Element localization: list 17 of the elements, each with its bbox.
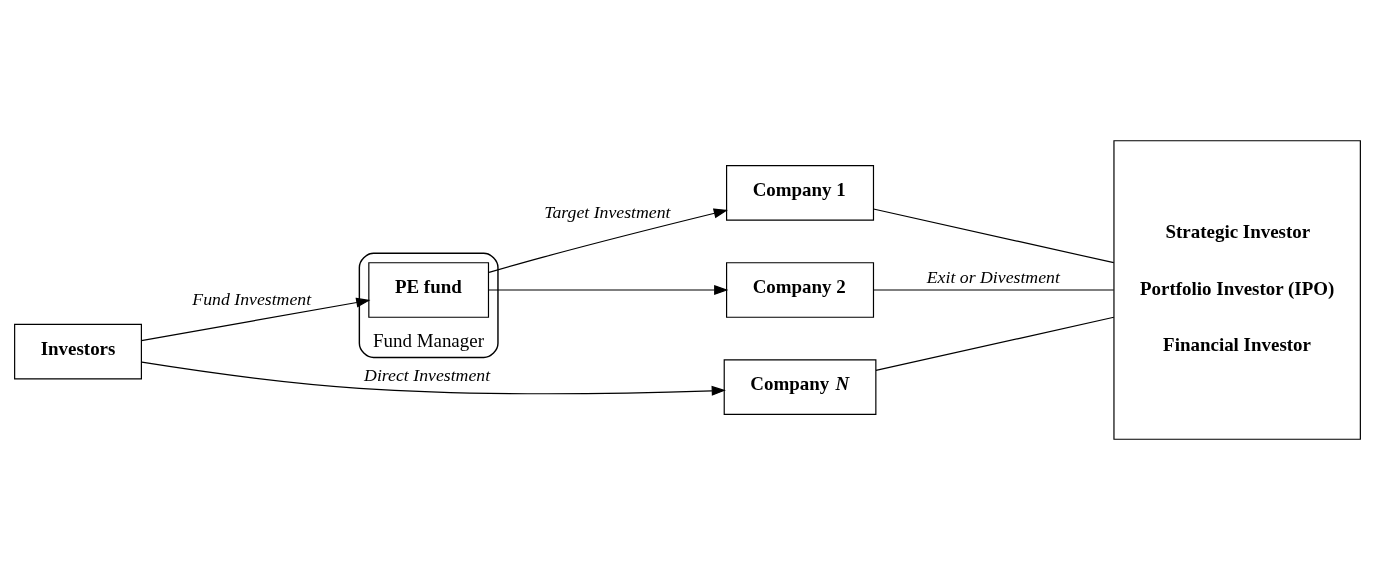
edge-label: Exit or Divestment <box>926 266 1060 287</box>
edge-label: Direct Investment <box>364 364 491 385</box>
node-box: PE fund <box>368 261 490 318</box>
edge-label: Fund Investment <box>192 288 312 309</box>
arrow <box>141 361 726 396</box>
arrow <box>488 208 728 273</box>
arrow <box>488 284 729 295</box>
connector <box>872 288 1115 291</box>
node-box: Company 1 <box>726 164 875 221</box>
node-box: Company N <box>723 358 877 415</box>
node-box: Strategic Investor Portfolio Investor (IPO) Financial Investor <box>1113 139 1361 440</box>
edge-label: Target Investment <box>544 201 671 222</box>
arrow <box>140 297 371 341</box>
connector <box>875 316 1115 371</box>
node-box: Company 2 <box>726 261 875 318</box>
connector <box>872 207 1115 263</box>
node-box: Investors <box>14 323 142 379</box>
